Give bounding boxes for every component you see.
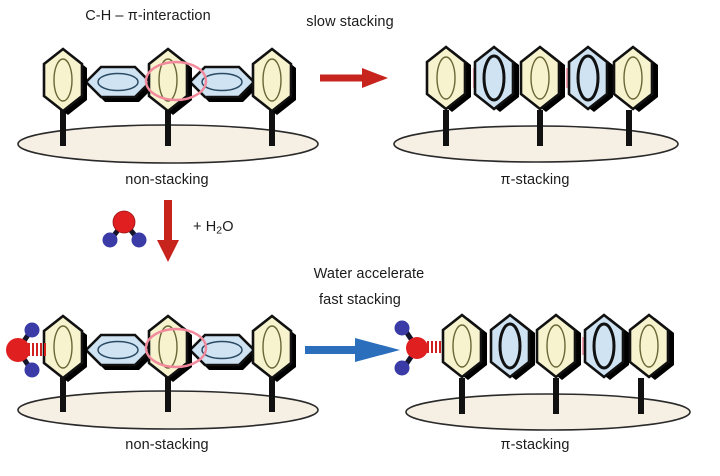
ring-yellow-upright-3 <box>251 314 296 382</box>
hydrogen-atom <box>24 362 40 378</box>
plus-water-subscript: 2 <box>216 225 223 237</box>
fast-stacking-arrow <box>305 338 400 362</box>
water-molecule-reagent <box>102 210 147 248</box>
anchor-stems <box>459 378 644 414</box>
pi-cloud-marker <box>452 324 472 368</box>
pi-cloud-marker <box>158 325 178 369</box>
pi-cloud-marker <box>592 322 616 370</box>
ring-blue-flat-1 <box>84 65 154 102</box>
oxygen-atom <box>406 337 428 359</box>
ring-yellow-upright-1 <box>42 47 87 115</box>
pi-cloud-marker <box>576 54 600 102</box>
substrate-platform <box>405 393 691 431</box>
ring-blue-upright-1 <box>473 45 519 112</box>
hydrogen-atom <box>394 320 410 336</box>
hydrogen-atom <box>394 360 410 376</box>
panel-non-stacking-top <box>17 47 319 164</box>
anchor-stems <box>443 110 632 146</box>
pi-cloud-marker <box>623 56 643 100</box>
ch-pi-highlight-circle <box>144 327 208 369</box>
ring-blue-flat-2 <box>188 65 258 102</box>
pi-cloud-marker <box>97 72 139 92</box>
pi-cloud-marker <box>201 72 243 92</box>
label-water-accelerate: Water accelerate <box>313 266 425 282</box>
plus-water-suffix: O <box>222 219 234 235</box>
water-molecule-bound-right <box>394 320 428 376</box>
hydrogen-atom <box>24 322 40 338</box>
anchor-stems <box>60 108 275 146</box>
panel-pi-stacking-top <box>393 45 679 163</box>
hydrogen-atom <box>131 232 147 248</box>
label-fast-stacking: fast stacking <box>319 292 401 308</box>
plus-water-prefix: + H <box>193 219 217 235</box>
pi-cloud-marker <box>530 56 550 100</box>
ring-yellow-upright-3 <box>612 45 658 112</box>
pi-cloud-marker <box>546 324 566 368</box>
slow-stacking-arrow <box>320 68 388 88</box>
oxygen-atom <box>6 338 30 362</box>
ring-blue-upright-1 <box>489 313 535 380</box>
ring-yellow-upright-2 <box>519 45 565 112</box>
pi-cloud-marker <box>262 58 282 102</box>
ring-blue-flat-1 <box>84 333 154 370</box>
ring-blue-upright-2 <box>567 45 613 112</box>
ring-yellow-upright-3 <box>251 47 296 115</box>
pi-cloud-marker <box>498 322 522 370</box>
label-slow-stacking: slow stacking <box>306 14 394 30</box>
ch-pi-highlight-circle <box>144 60 208 102</box>
ring-blue-upright-2 <box>583 313 629 380</box>
ring-yellow-upright-1 <box>42 314 87 382</box>
ring-blue-flat-2 <box>188 333 258 370</box>
pi-cloud-marker <box>482 54 506 102</box>
ring-yellow-upright-2 <box>535 313 581 380</box>
ring-yellow-upright-2 <box>147 314 192 382</box>
panel-non-stacking-bottom <box>6 314 319 430</box>
label-non-stacking-bottom: non-stacking <box>125 437 209 453</box>
substrate-platform <box>393 125 679 163</box>
pi-cloud-marker <box>639 324 659 368</box>
pi-cloud-marker <box>158 58 178 102</box>
ring-yellow-upright-1 <box>425 45 471 112</box>
pi-cloud-marker <box>53 325 73 369</box>
label-non-stacking-top: non-stacking <box>125 172 209 188</box>
label-plus-water: + H2O <box>193 219 234 237</box>
ring-yellow-upright-1 <box>441 313 487 380</box>
pi-cloud-marker <box>436 56 456 100</box>
oxygen-atom <box>113 211 135 233</box>
pi-cloud-marker <box>97 340 139 360</box>
ring-yellow-upright-2 <box>147 47 192 115</box>
label-pi-stacking-bottom: π-stacking <box>500 437 570 453</box>
panel-pi-stacking-bottom <box>394 313 691 431</box>
water-molecule-bound-left <box>6 322 40 378</box>
add-water-arrow <box>157 200 179 262</box>
label-pi-stacking-top: π-stacking <box>500 172 570 188</box>
ring-yellow-upright-3 <box>628 313 674 380</box>
pi-cloud-marker <box>53 58 73 102</box>
label-ch-pi-interaction: C-H – π-interaction <box>85 8 211 24</box>
pi-cloud-marker <box>262 325 282 369</box>
anchor-stems <box>60 374 275 412</box>
pi-cloud-marker <box>201 340 243 360</box>
hydrogen-atom <box>102 232 118 248</box>
